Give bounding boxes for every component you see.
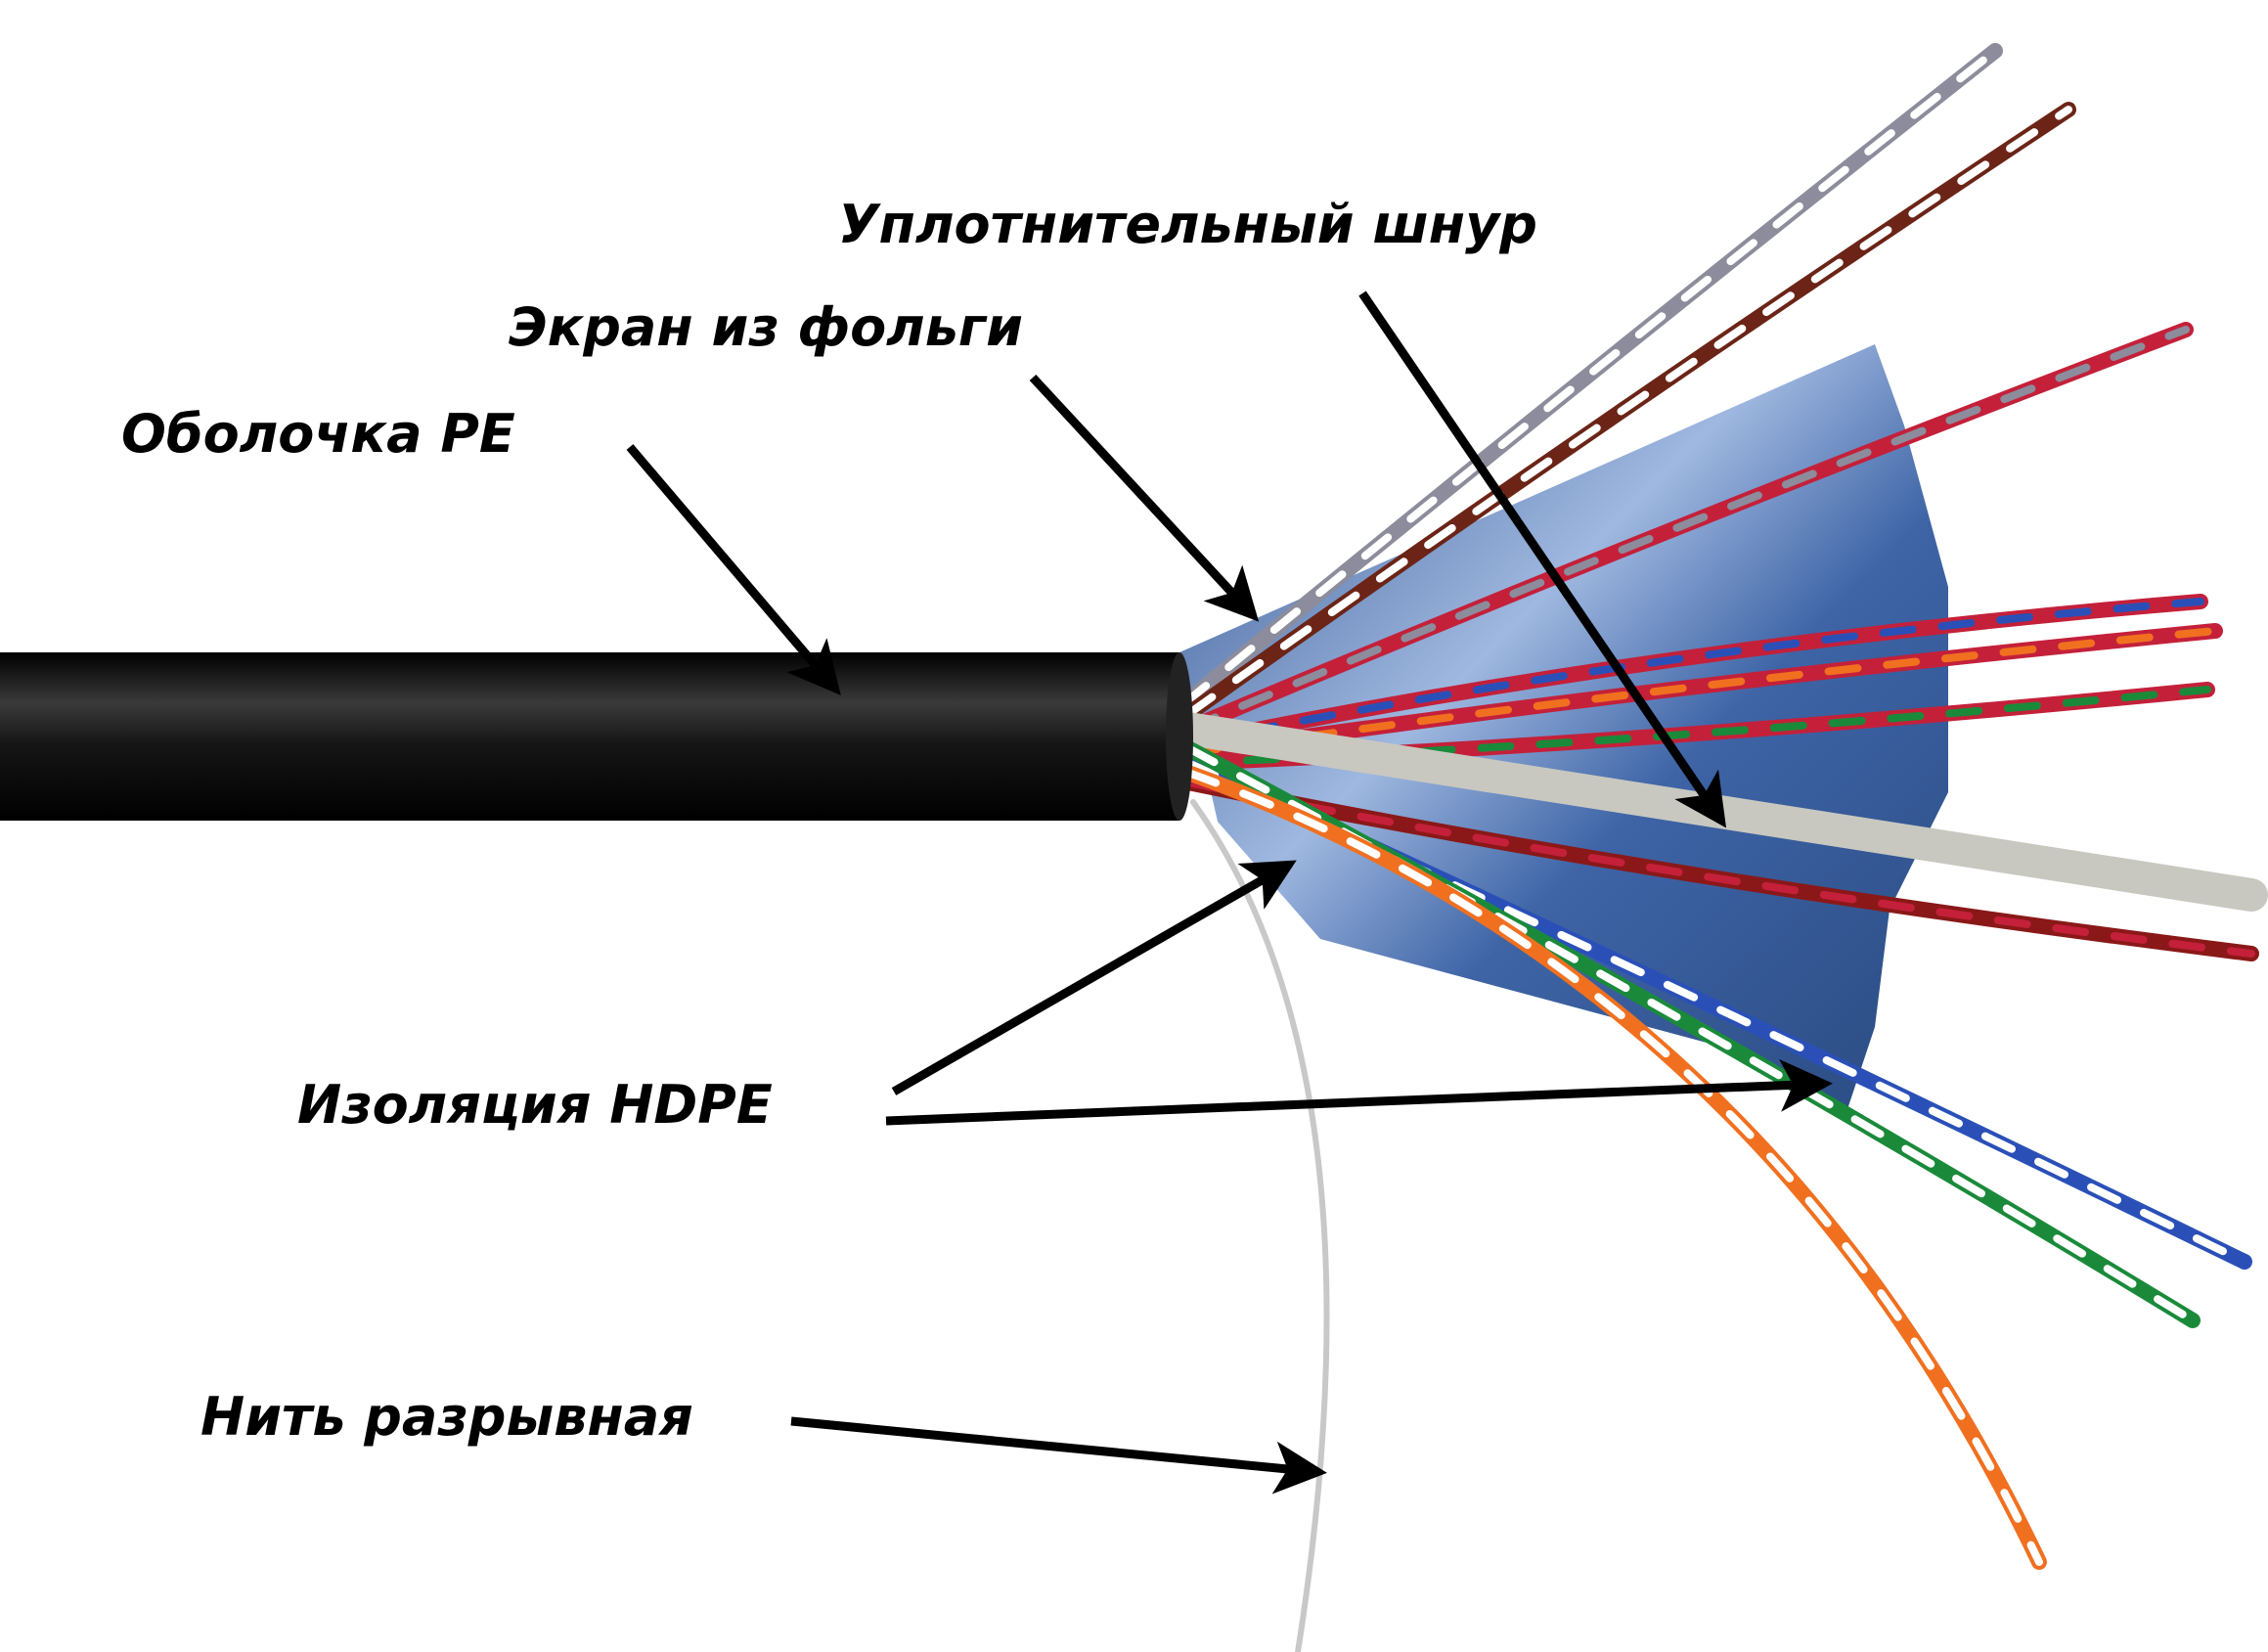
arrow-pe-jacket	[626, 444, 841, 695]
label-rip-cord: Нить разрывная	[200, 1386, 693, 1448]
foil-screen	[1179, 344, 1948, 1115]
rip-thread	[1190, 799, 1330, 1652]
label-foil-screen: Экран из фольги	[509, 296, 1023, 358]
cable-jacket	[0, 652, 1193, 821]
label-hdpe-insulation: Изоляция HDPE	[297, 1074, 773, 1136]
label-sealing-cord: Уплотнительный шнур	[838, 194, 1537, 255]
label-pe-jacket: Оболочка PE	[121, 403, 515, 465]
callout-arrows	[626, 290, 1833, 1495]
arrow-sealing-cord	[1358, 290, 1727, 828]
arrow-foil-screen	[1029, 374, 1260, 622]
arrow-hdpe-1	[891, 860, 1297, 1095]
arrow-rip-cord	[790, 1416, 1327, 1495]
arrow-hdpe-2	[885, 1058, 1833, 1126]
